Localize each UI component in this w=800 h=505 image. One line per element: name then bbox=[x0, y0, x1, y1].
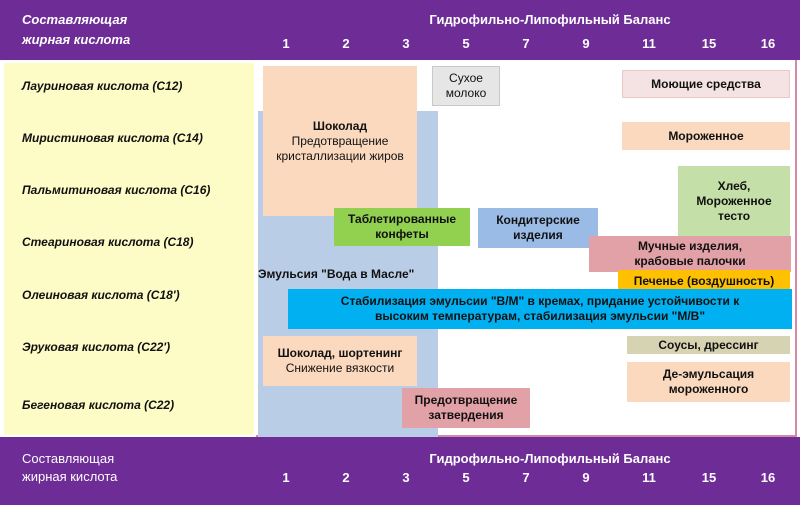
row-label-behenic: Бегеновая кислота (С22) bbox=[22, 398, 175, 412]
header-left-line1: Составляющая bbox=[22, 12, 128, 27]
bread-line2: Мороженное bbox=[696, 193, 772, 208]
tablet-candies-box: Таблетированные конфеты bbox=[334, 208, 470, 246]
detergents-box: Моющие средства bbox=[622, 70, 790, 98]
ice-cream-label: Мороженное bbox=[668, 128, 744, 143]
row-label-oleic: Олеиновая кислота (С18') bbox=[22, 288, 180, 302]
header-tick: 16 bbox=[760, 36, 776, 51]
flour-products-line2: крабовые палочки bbox=[634, 254, 746, 268]
shortening-box: Шоколад, шортенинг Снижение вязкости bbox=[263, 336, 417, 386]
flour-products-line1: Мучные изделия, bbox=[637, 239, 743, 253]
footer-tick: 16 bbox=[760, 470, 776, 485]
confectionery-box: Кондитерские изделия bbox=[478, 208, 598, 248]
chocolate-title: Шоколад bbox=[312, 118, 368, 133]
confectionery-line2: изделия bbox=[513, 228, 563, 242]
acid-list-panel bbox=[4, 63, 254, 435]
footer-tick: 5 bbox=[462, 470, 470, 485]
header-tick: 3 bbox=[402, 36, 410, 51]
sauces-box: Соусы, дрессинг bbox=[627, 336, 790, 354]
hardening-box: Предотвращение затвердения bbox=[402, 388, 530, 428]
dry-milk-line1: Сухое bbox=[449, 71, 483, 85]
footer-tick: 7 bbox=[522, 470, 530, 485]
chocolate-line2: кристаллизации жиров bbox=[276, 148, 404, 163]
footer-tick: 9 bbox=[582, 470, 590, 485]
ice-cream-box: Мороженное bbox=[622, 122, 790, 150]
header-tick: 7 bbox=[522, 36, 530, 51]
footer-tick: 1 bbox=[282, 470, 290, 485]
header-tick: 5 bbox=[462, 36, 470, 51]
detergents-label: Моющие средства bbox=[651, 76, 761, 91]
cookies-box: Печенье (воздушность) bbox=[618, 270, 790, 292]
row-label-stearic: Стеариновая кислота (С18) bbox=[22, 235, 194, 249]
de-emulsion-line2: мороженного bbox=[668, 382, 749, 396]
footer-band: Составляющая жирная кислота Гидрофильно-… bbox=[0, 437, 800, 505]
hardening-line2: затвердения bbox=[428, 408, 504, 422]
sauces-label: Соусы, дрессинг bbox=[658, 337, 759, 352]
footer-tick: 2 bbox=[342, 470, 350, 485]
de-emulsion-box: Де-эмульсация мороженного bbox=[627, 362, 790, 402]
header-tick: 15 bbox=[701, 36, 717, 51]
row-label-erucic: Эруковая кислота (С22') bbox=[22, 340, 171, 354]
tablet-candies-line1: Таблетированные bbox=[347, 212, 457, 226]
footer-tick: 3 bbox=[402, 470, 410, 485]
cookies-label: Печенье (воздушность) bbox=[633, 273, 775, 288]
footer-title: Гидрофильно-Липофильный Баланс bbox=[429, 451, 671, 466]
row-label-palmitic: Пальмитиновая кислота (С16) bbox=[22, 183, 211, 197]
chocolate-box: Шоколад Предотвращение кристаллизации жи… bbox=[263, 66, 417, 216]
bread-box: Хлеб, Мороженное тесто bbox=[678, 166, 790, 236]
row-label-lauric: Лауриновая кислота (С12) bbox=[22, 79, 183, 93]
w-o-emulsion-label: Эмульсия "Вода в Масле" bbox=[258, 267, 415, 281]
bread-line3: тесто bbox=[717, 208, 751, 223]
shortening-line1: Снижение вязкости bbox=[285, 361, 395, 375]
hardening-line1: Предотвращение bbox=[414, 393, 518, 407]
chocolate-line1: Предотвращение bbox=[291, 133, 389, 148]
header-tick: 9 bbox=[582, 36, 590, 51]
stabilization-line1: Стабилизация эмульсии "В/М" в кремах, пр… bbox=[340, 294, 740, 308]
dry-milk-line2: молоко bbox=[445, 86, 487, 100]
header-tick: 1 bbox=[282, 36, 290, 51]
header-tick: 2 bbox=[342, 36, 350, 51]
footer-left-line2: жирная кислота bbox=[22, 469, 118, 484]
tablet-candies-line2: конфеты bbox=[375, 227, 429, 241]
row-label-myristic: Миристиновая кислота (С14) bbox=[22, 131, 203, 145]
footer-left-line1: Составляющая bbox=[22, 451, 115, 466]
bread-line1: Хлеб, bbox=[717, 178, 751, 193]
footer-tick: 15 bbox=[701, 470, 717, 485]
header-left-line2: жирная кислота bbox=[22, 32, 131, 47]
header-title: Гидрофильно-Липофильный Баланс bbox=[429, 12, 671, 27]
de-emulsion-line1: Де-эмульсация bbox=[662, 367, 755, 381]
header-band: Составляющая жирная кислота Гидрофильно-… bbox=[0, 0, 800, 60]
footer-tick: 11 bbox=[642, 470, 656, 485]
stabilization-line2: высоким температурам, стабилизация эмуль… bbox=[374, 309, 706, 323]
flour-products-box: Мучные изделия, крабовые палочки bbox=[589, 236, 791, 272]
shortening-title: Шоколад, шортенинг bbox=[277, 346, 403, 360]
dry-milk-box: Сухое молоко bbox=[432, 66, 500, 106]
confectionery-line1: Кондитерские bbox=[496, 213, 580, 227]
chart-frame bbox=[256, 60, 797, 437]
stabilization-box: Стабилизация эмульсии "В/М" в кремах, пр… bbox=[288, 289, 792, 329]
header-tick: 11 bbox=[642, 36, 656, 51]
